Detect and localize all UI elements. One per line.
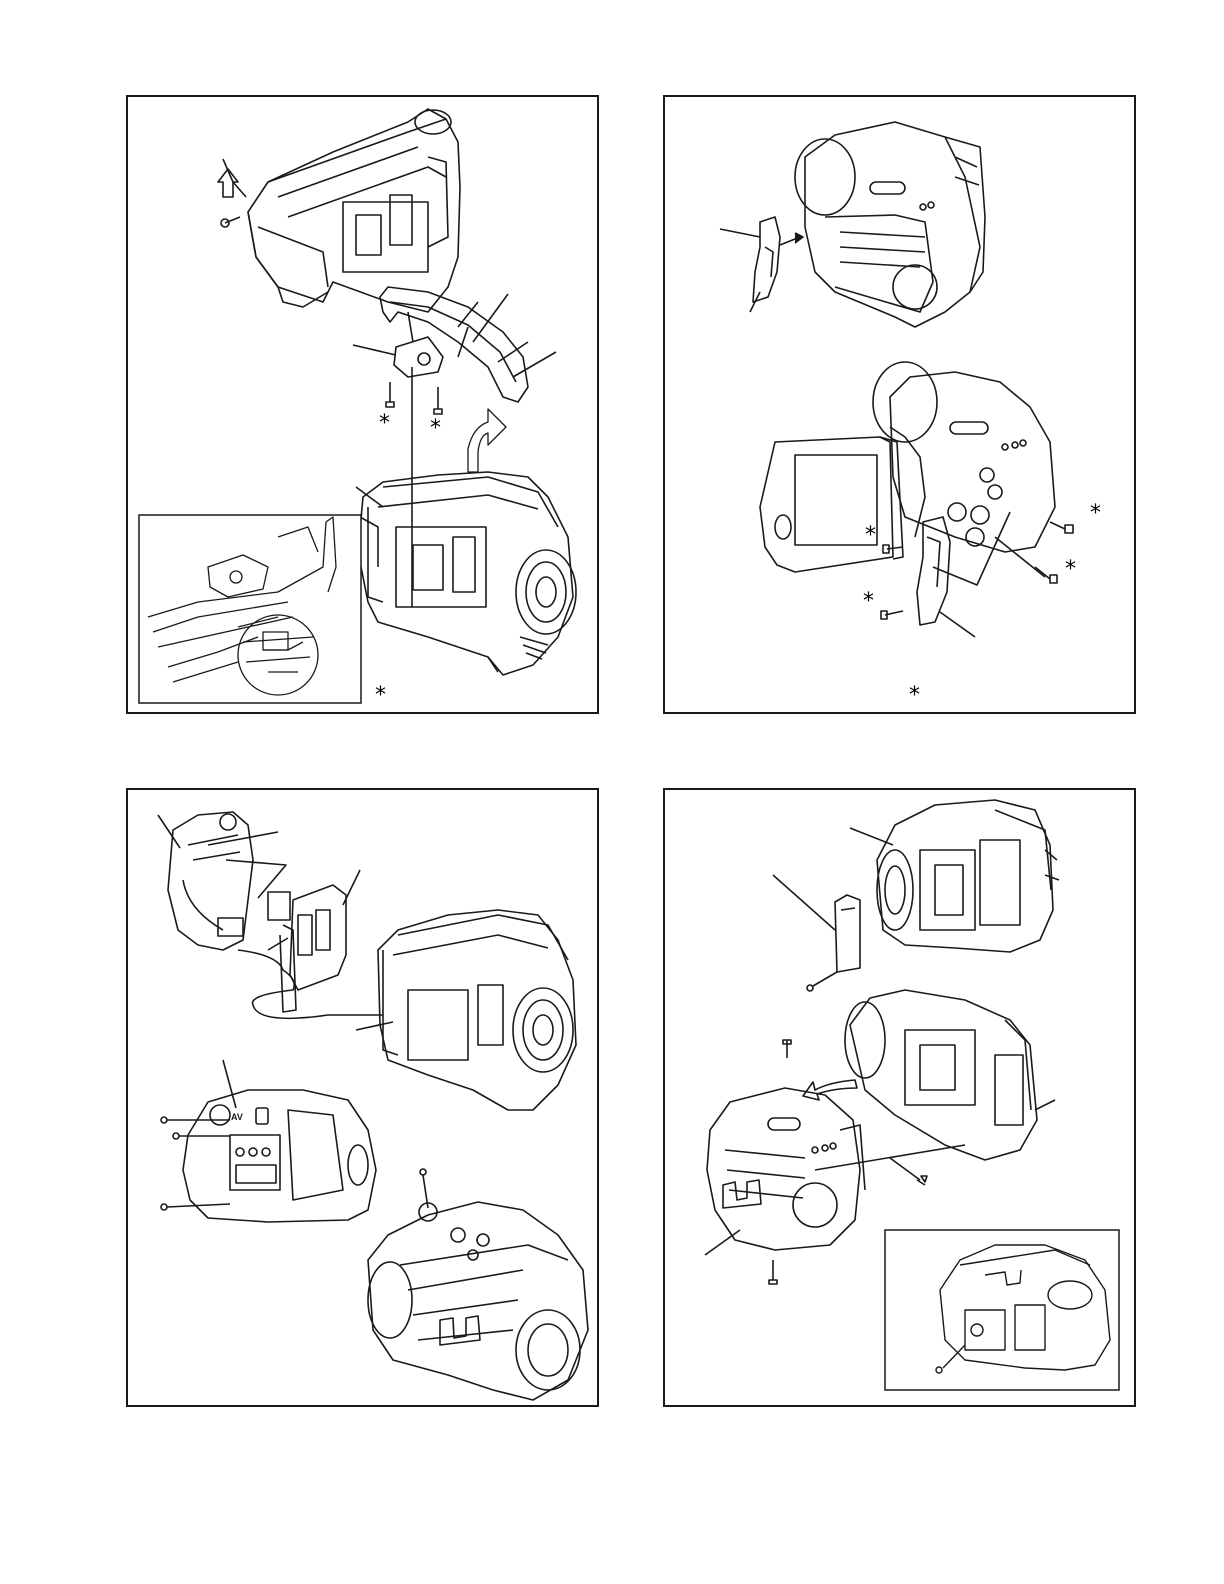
screw [807,985,813,991]
shield-plate [835,895,860,972]
detail-inset [139,515,361,703]
camcorder-shell [707,1088,860,1250]
asterisk-mark: * [863,591,874,613]
lens-rim [795,139,855,215]
asterisk-mark: * [375,685,386,707]
bottom-left-illustration: AV [128,790,601,1409]
diagram-panel-bottom-left: AV [126,788,599,1407]
bottom-right-illustration [665,790,1138,1409]
lens [516,1310,580,1390]
frame-part [168,812,253,950]
diagram-panel-top-left: * * * [126,95,599,714]
rear-control-panel [230,1135,280,1190]
logo-block [723,1180,761,1208]
screw-right-cover [434,387,442,414]
control-button [948,503,966,521]
camcorder-body-upper [805,122,980,327]
av-jack-ring [210,1105,230,1125]
remove-arrow [803,1080,857,1100]
camcorder-body-lower [368,1202,588,1400]
diagram-panel-bottom-right [663,788,1136,1407]
control-button [971,506,989,524]
screw [1050,522,1073,533]
screw [161,1204,167,1210]
screw [917,1176,927,1185]
camcorder-body-lower [358,472,573,675]
screw [1035,567,1057,583]
screw-left-cover [386,382,394,407]
logo-block [440,1316,480,1345]
drive-unit [850,990,1037,1160]
diagram-panel-top-right: * * * * * [663,95,1136,714]
side-cover-piece [753,217,780,302]
side-grille [368,1262,412,1338]
screw [783,1040,791,1058]
top-left-illustration [128,97,601,716]
asterisk-mark: * [1090,503,1101,525]
lift-arrow-upper [218,169,238,197]
av-jack-label: AV [231,1112,243,1122]
screw [161,1117,167,1123]
screw [881,611,903,619]
lift-arrow-lower [468,409,506,472]
lcd-monitor [760,437,893,572]
asterisk-mark: * [865,525,876,547]
asterisk-mark: * [379,413,390,435]
camcorder-body-lower [890,372,1055,552]
side-grille [793,1183,837,1227]
screw [420,1169,426,1175]
control-button [988,485,1002,499]
screw [173,1133,179,1139]
asterisk-mark: * [909,685,920,707]
top-right-illustration [665,97,1138,716]
control-button [980,468,994,482]
asterisk-mark: * [1065,559,1076,581]
asterisk-mark: * [430,418,441,440]
lens-rim-lower [873,362,937,442]
screw [769,1260,777,1284]
